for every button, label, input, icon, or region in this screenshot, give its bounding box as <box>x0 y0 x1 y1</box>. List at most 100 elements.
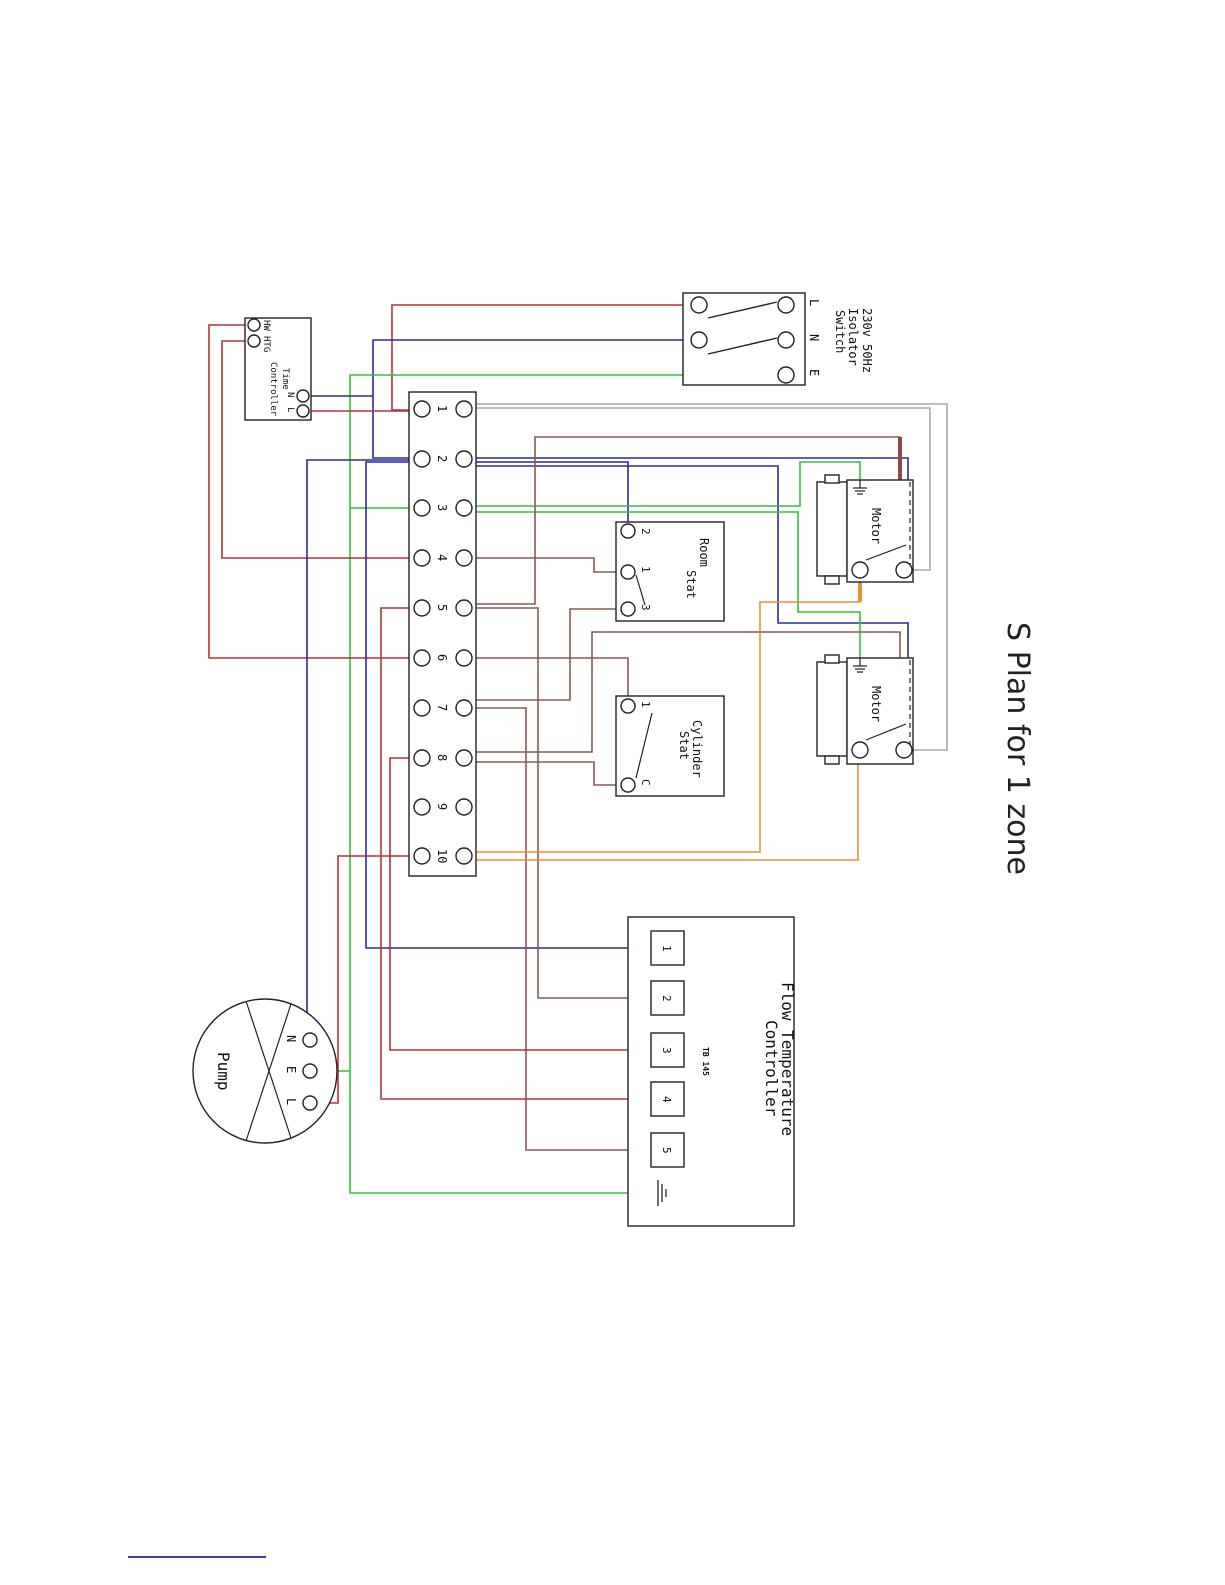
motor2-valve-cap-bottom <box>825 756 839 764</box>
room-stat-terminal-1 <box>621 565 635 579</box>
motor1-terminal-grey <box>896 562 912 578</box>
pump-n-label: N <box>284 1035 298 1042</box>
room-stat-title-1: Room <box>697 538 711 567</box>
strip-terminal-right-9 <box>456 799 472 815</box>
wire-cylinder-stat-c <box>464 762 628 785</box>
wire-room-stat-2 <box>464 462 628 530</box>
strip-terminal-left-10 <box>414 848 430 864</box>
footer-link-underline[interactable] <box>128 1556 266 1558</box>
isolator-name-2: Switch <box>833 310 847 353</box>
strip-terminal-right-10 <box>456 848 472 864</box>
diagram-title: S Plan for 1 zone <box>1000 622 1035 875</box>
cylinder-stat-terminal-1 <box>621 699 635 713</box>
isolator-terminal-out-n <box>691 332 707 348</box>
wire-motor1-earth <box>464 462 860 506</box>
strip-terminal-number: 10 <box>435 849 449 863</box>
time-title-1: Time <box>280 368 290 390</box>
room-stat-label-3: 3 <box>639 604 652 611</box>
flow-terminal-number: 1 <box>660 945 673 952</box>
isolator-label-l: L <box>807 299 821 306</box>
flow-controller-model: TB 145 <box>701 1047 710 1076</box>
strip-terminal-right-6 <box>456 650 472 666</box>
strip-terminal-left-4 <box>414 550 430 566</box>
strip-terminal-left-6 <box>414 650 430 666</box>
isolator-rating: 230v 50Hz <box>860 308 874 373</box>
time-terminal-htg <box>248 335 260 347</box>
cylinder-stat-label-c: C <box>639 779 652 786</box>
isolator-name-1: Isolator <box>846 308 860 366</box>
wire-terminal-2-pump <box>307 460 422 1040</box>
wire-room-stat-1 <box>464 558 628 572</box>
strip-terminal-number: 3 <box>435 504 449 511</box>
flow-terminal-number: 4 <box>660 1096 673 1103</box>
strip-terminal-left-8 <box>414 750 430 766</box>
pump-label: Pump <box>214 1052 233 1091</box>
time-l-label: L <box>285 407 295 412</box>
strip-terminal-number: 6 <box>435 654 449 661</box>
cylinder-stat: 1 C Cylinder Stat <box>616 696 724 796</box>
room-stat: 2 1 3 Room Stat <box>616 522 724 621</box>
terminal-strip: 1 2 3 4 5 6 7 8 9 10 <box>409 392 476 876</box>
time-terminal-hw <box>248 319 260 331</box>
isolator-switch: L N E 230v 50Hz Isolator Switch <box>683 293 874 385</box>
pump-e-label: E <box>284 1066 298 1073</box>
strip-terminal-right-8 <box>456 750 472 766</box>
time-terminal-n <box>297 390 309 402</box>
strip-terminal-number: 1 <box>435 405 449 412</box>
flow-controller-title-2: Controller <box>762 1020 781 1117</box>
motor1-valve-body <box>817 482 847 576</box>
time-n-label: N <box>285 392 295 397</box>
strip-terminal-number: 8 <box>435 754 449 761</box>
motor1-terminal-orange <box>852 562 868 578</box>
flow-terminal-number: 3 <box>660 1047 673 1054</box>
strip-terminal-number: 2 <box>435 455 449 462</box>
strip-terminal-left-7 <box>414 700 430 716</box>
strip-terminal-number: 9 <box>435 803 449 810</box>
time-hw-label: HW <box>261 320 271 331</box>
motor2-terminal-orange <box>852 742 868 758</box>
strip-terminal-left-1 <box>414 401 430 417</box>
isolator-terminal-in-l <box>778 297 794 313</box>
isolator-terminal-e <box>778 367 794 383</box>
room-stat-title-2: Stat <box>684 570 698 599</box>
cylinder-stat-terminal-c <box>621 778 635 792</box>
pump-terminal-l <box>303 1096 317 1110</box>
motor2-valve-body <box>817 662 847 756</box>
strip-terminal-right-3 <box>456 500 472 516</box>
motor-valve-2: Motor <box>817 655 913 764</box>
isolator-terminal-out-l <box>691 297 707 313</box>
strip-terminal-number: 5 <box>435 604 449 611</box>
strip-terminal-left-5 <box>414 600 430 616</box>
pump-l-label: L <box>284 1098 298 1105</box>
time-terminal-l <box>297 405 309 417</box>
pump-terminal-e <box>303 1064 317 1078</box>
motor2-terminal-grey <box>896 742 912 758</box>
isolator-label-n: N <box>807 334 821 341</box>
flow-terminal-number: 2 <box>660 995 673 1002</box>
flow-terminal-number: 5 <box>660 1147 673 1154</box>
cylinder-stat-title-2: Stat <box>677 731 691 760</box>
strip-terminal-number: 7 <box>435 704 449 711</box>
strip-terminal-right-5 <box>456 600 472 616</box>
strip-terminal-number: 4 <box>435 554 449 561</box>
pump: N E L Pump <box>193 999 337 1143</box>
room-stat-terminal-2 <box>621 524 635 538</box>
pump-terminal-n <box>303 1033 317 1047</box>
time-htg-label: HTG <box>261 336 271 352</box>
motor1-valve-cap-bottom <box>825 576 839 584</box>
room-stat-label-2: 2 <box>639 528 652 535</box>
motor1-valve-cap-top <box>825 475 839 483</box>
isolator-terminal-in-n <box>778 332 794 348</box>
room-stat-label-1: 1 <box>639 566 652 573</box>
room-stat-terminal-3 <box>621 602 635 616</box>
strip-terminal-right-4 <box>456 550 472 566</box>
isolator-label-e: E <box>807 369 821 376</box>
cylinder-stat-label-1: 1 <box>639 701 652 708</box>
time-title-2: Controller <box>268 362 278 417</box>
motor2-valve-cap-top <box>825 655 839 663</box>
strip-terminal-right-1 <box>456 401 472 417</box>
strip-terminal-left-2 <box>414 451 430 467</box>
time-controller: HW HTG Time Controller N L <box>245 318 311 420</box>
wire-cylinder-stat-1 <box>464 658 628 705</box>
